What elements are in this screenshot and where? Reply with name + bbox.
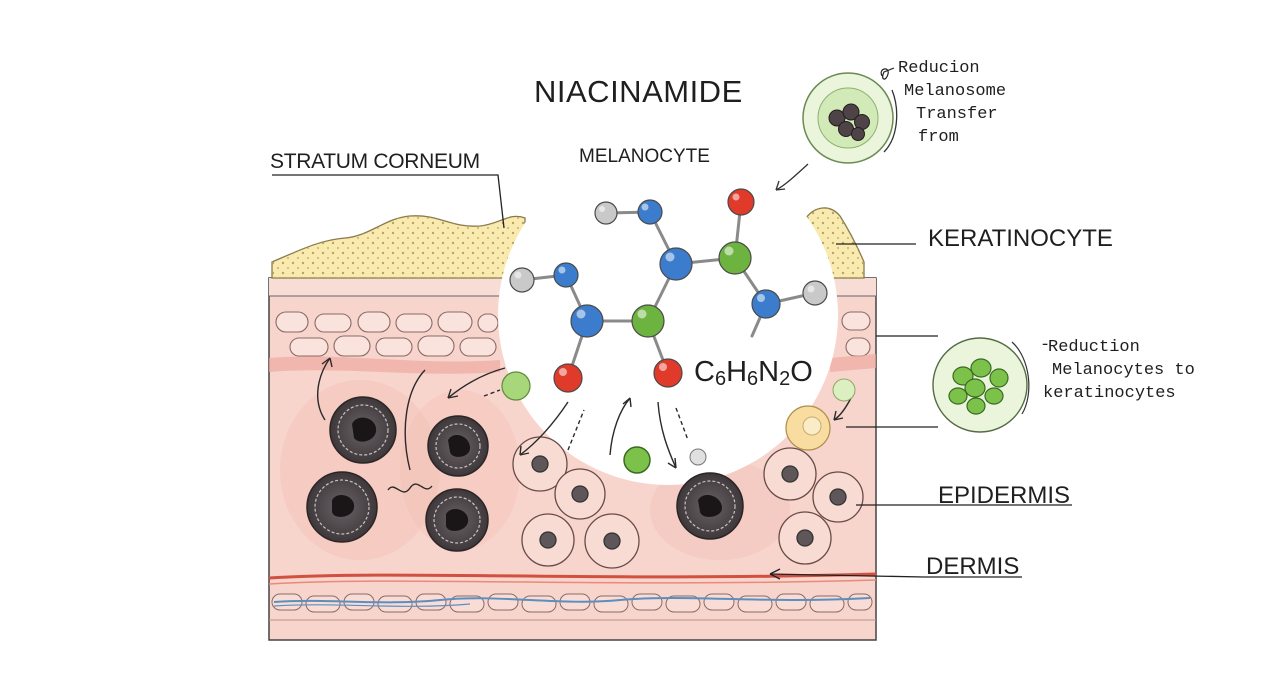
note-line: Reduction xyxy=(1048,338,1140,357)
keratinocyte-cells xyxy=(512,436,864,569)
keratinocyte-cell xyxy=(778,511,832,565)
keratinocyte-cell xyxy=(554,468,606,520)
formula-nitrogen-count: 2 xyxy=(779,368,791,390)
label-keratinocyte: KERATINOCYTE xyxy=(928,225,1113,252)
molecule-focus-circle xyxy=(498,145,838,485)
reduction-inset xyxy=(932,337,1030,433)
niacinamide-particles xyxy=(501,371,856,474)
niacinamide-molecule xyxy=(509,188,828,393)
skin-arrows xyxy=(317,357,853,493)
keratinocyte-cell xyxy=(763,447,817,501)
leader-lines xyxy=(272,174,1072,580)
keratinocyte-cell xyxy=(521,513,575,567)
label-melanocyte: MELANOCYTE xyxy=(579,146,710,167)
keratinocyte-cell xyxy=(584,513,640,569)
formula-carbon: C xyxy=(694,356,715,388)
dash-bullet: - xyxy=(1040,336,1051,355)
formula-oxygen: O xyxy=(790,356,813,388)
formula-nitrogen: N xyxy=(758,356,780,388)
note-line: Transfer xyxy=(916,105,998,124)
melanocyte-cells xyxy=(306,396,744,552)
melanocyte-cell xyxy=(427,415,489,477)
label-stratum-corneum: STRATUM CORNEUM xyxy=(270,150,480,173)
melanocyte-cell xyxy=(306,471,378,543)
page-title: NIACINAMIDE xyxy=(534,74,743,109)
chemical-formula: C6H6N2O xyxy=(694,356,813,391)
cornified-cells xyxy=(275,311,871,357)
note-line: Reducion xyxy=(898,59,980,78)
note-line: from xyxy=(918,128,959,147)
formula-hydrogen: H xyxy=(726,356,748,388)
melanocyte-cell xyxy=(676,472,744,540)
note-reduction: Reduction Melanocytes to keratinocytes xyxy=(1043,336,1195,405)
melanosome-inset xyxy=(775,67,898,191)
note-melanosome-transfer: Reducion Melanosome Transfer from xyxy=(898,57,1006,149)
squiggle-icon xyxy=(880,67,895,80)
keratinocyte-cell xyxy=(812,471,864,523)
melanocyte-cell xyxy=(425,488,489,552)
melanocyte-cell xyxy=(329,396,397,464)
dermis-pointer xyxy=(769,573,925,578)
label-epidermis: EPIDERMIS xyxy=(938,482,1071,509)
stratum-corneum-leader xyxy=(272,174,505,229)
note-line: Melanocytes to xyxy=(1052,361,1195,380)
formula-carbon-count: 6 xyxy=(714,368,727,390)
formula-hydrogen-count: 6 xyxy=(747,368,759,390)
dermis-cells xyxy=(271,593,873,613)
note-line: keratinocytes xyxy=(1043,384,1176,403)
label-dermis: DERMIS xyxy=(926,553,1020,580)
note-line: Melanosome xyxy=(904,82,1007,101)
